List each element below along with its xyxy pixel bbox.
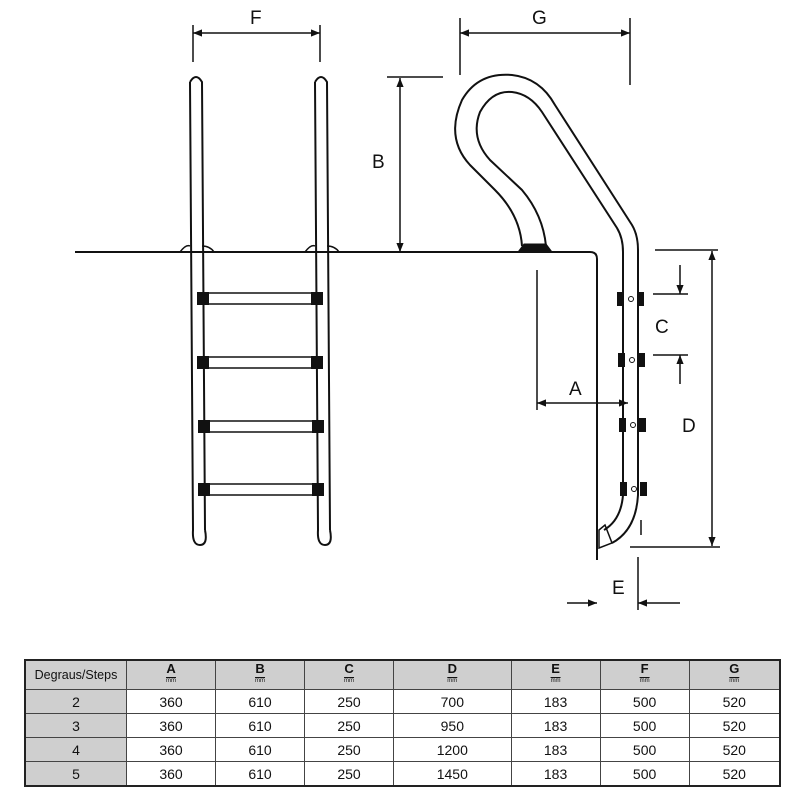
value-cell: 183 bbox=[510, 713, 601, 738]
value-cell: 520 bbox=[688, 713, 781, 738]
value-cell: 950 bbox=[393, 713, 512, 738]
header-label: A bbox=[166, 661, 176, 676]
value-cell: 360 bbox=[125, 737, 217, 762]
value-cell: 360 bbox=[125, 689, 217, 714]
side-view-steps bbox=[617, 292, 647, 496]
value-cell: 520 bbox=[688, 689, 781, 714]
pool-edge-line bbox=[75, 251, 598, 560]
dimension-label-d: D bbox=[682, 416, 696, 437]
value-cell: 520 bbox=[688, 761, 781, 787]
header-label: F bbox=[640, 661, 649, 676]
value-cell: 360 bbox=[125, 761, 217, 787]
header-unit: mm bbox=[447, 678, 458, 684]
dimension-lines bbox=[192, 18, 720, 610]
value-cell: 500 bbox=[599, 737, 690, 762]
dimension-label-b: B bbox=[372, 152, 385, 173]
header-unit: mm bbox=[729, 678, 740, 684]
dimension-label-g: G bbox=[532, 8, 547, 29]
header-unit: mm bbox=[166, 678, 176, 684]
front-view-ladder bbox=[179, 76, 340, 547]
header-steps: Degraus/Steps bbox=[24, 659, 127, 690]
value-cell: 700 bbox=[393, 689, 512, 714]
value-cell: 500 bbox=[599, 689, 690, 714]
value-cell: 1450 bbox=[393, 761, 512, 787]
value-cell: 610 bbox=[215, 713, 306, 738]
value-cell: 250 bbox=[304, 737, 395, 762]
header-label: C bbox=[344, 661, 354, 676]
header-label: G bbox=[729, 661, 740, 676]
value-cell: 183 bbox=[510, 737, 601, 762]
value-cell: 610 bbox=[215, 737, 306, 762]
value-cell: 1200 bbox=[393, 737, 512, 762]
header-unit: mm bbox=[255, 678, 266, 684]
steps-cell: 5 bbox=[24, 761, 127, 787]
value-cell: 250 bbox=[304, 761, 395, 787]
ladder-drawing: F G B C A D E bbox=[75, 8, 720, 610]
front-view-steps bbox=[204, 292, 317, 496]
dimension-label-a: A bbox=[569, 379, 582, 400]
value-cell: 250 bbox=[304, 713, 395, 738]
header-label: D bbox=[447, 661, 457, 676]
steps-cell: 2 bbox=[24, 689, 127, 714]
header-label: B bbox=[255, 661, 265, 676]
value-cell: 500 bbox=[599, 761, 690, 787]
header-unit: mm bbox=[550, 678, 561, 684]
value-cell: 250 bbox=[304, 689, 395, 714]
dimension-label-f: F bbox=[250, 8, 262, 29]
side-view-handrail bbox=[454, 73, 639, 550]
header-label: E bbox=[551, 661, 560, 676]
header-label: Degraus/Steps bbox=[34, 668, 118, 682]
steps-cell: 3 bbox=[24, 713, 127, 738]
header-unit: mm bbox=[344, 678, 355, 684]
value-cell: 183 bbox=[510, 761, 601, 787]
value-cell: 610 bbox=[215, 761, 306, 787]
value-cell: 500 bbox=[599, 713, 690, 738]
value-cell: 183 bbox=[510, 689, 601, 714]
dimension-label-e: E bbox=[612, 578, 625, 599]
value-cell: 520 bbox=[688, 737, 781, 762]
value-cell: 360 bbox=[125, 713, 217, 738]
steps-cell: 4 bbox=[24, 737, 127, 762]
header-unit: mm bbox=[639, 678, 650, 684]
dimension-label-c: C bbox=[655, 317, 669, 338]
value-cell: 610 bbox=[215, 689, 306, 714]
